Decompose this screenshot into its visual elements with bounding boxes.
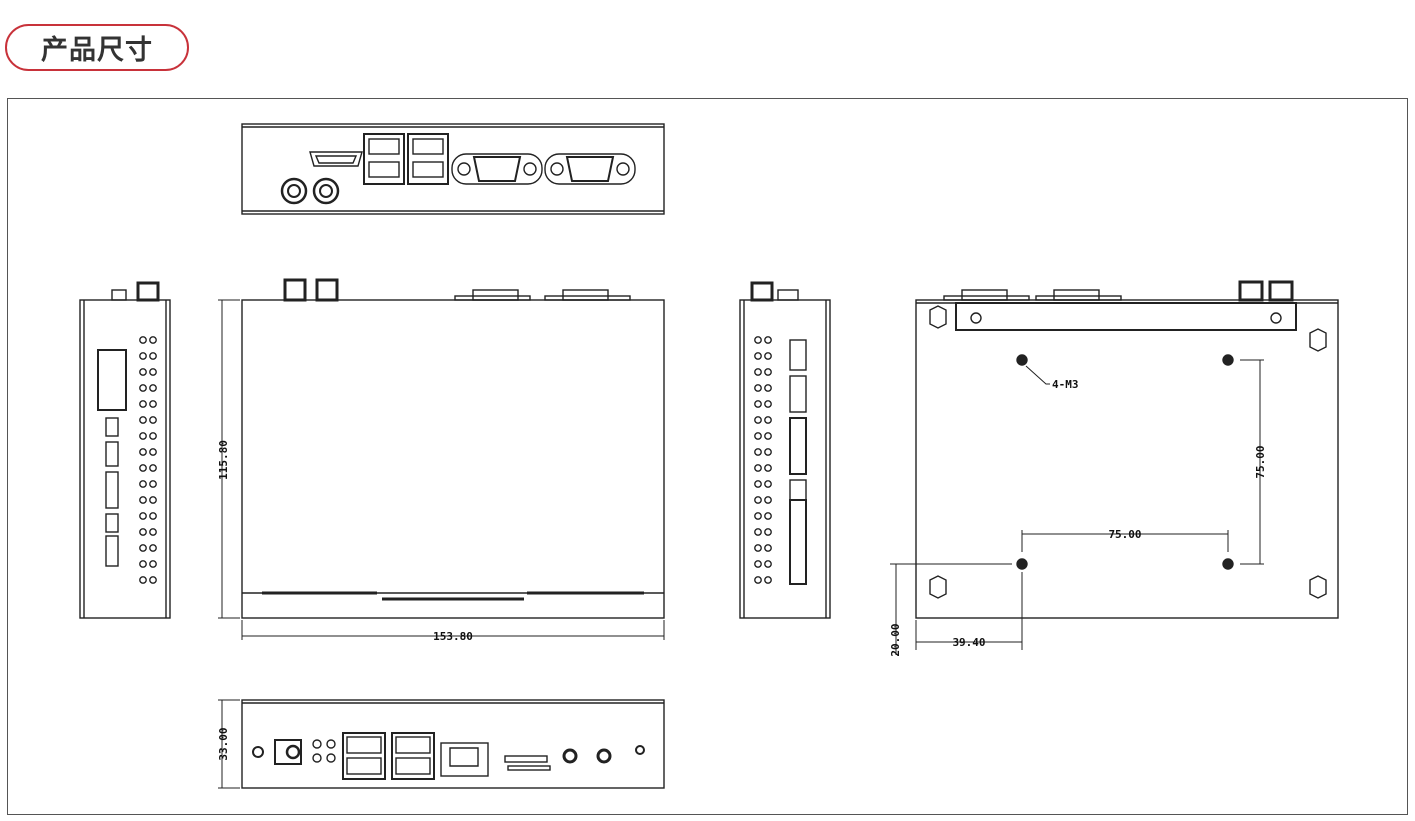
- antenna-connector-icon: [280, 177, 340, 205]
- vent-hole: [139, 464, 147, 472]
- vent-hole: [754, 352, 762, 360]
- vent-holes: [139, 336, 157, 584]
- vent-hole: [764, 560, 772, 568]
- vent-hole: [149, 416, 157, 424]
- dim-hole-pitch-vertical: 75.00: [1254, 445, 1267, 478]
- vent-hole: [149, 512, 157, 520]
- vent-hole: [754, 512, 762, 520]
- vent-hole: [149, 496, 157, 504]
- vent-hole: [149, 560, 157, 568]
- vent-hole: [149, 352, 157, 360]
- dimension-lines: [218, 299, 1264, 789]
- vent-hole: [764, 400, 772, 408]
- vent-hole: [754, 464, 762, 472]
- vent-hole: [139, 480, 147, 488]
- hdmi-port-icon: [309, 151, 363, 167]
- vent-hole: [764, 480, 772, 488]
- section-title: 产品尺寸: [41, 35, 153, 66]
- vent-hole: [149, 480, 157, 488]
- right-side-view: [739, 281, 831, 619]
- vent-hole: [764, 336, 772, 344]
- mounting-hole-icon: [1016, 354, 1234, 570]
- mounting-callout: 4-M3: [1052, 378, 1079, 391]
- vent-hole: [139, 416, 147, 424]
- dim-front-width: 153.80: [433, 630, 473, 643]
- vent-hole: [754, 528, 762, 536]
- vent-hole: [754, 480, 762, 488]
- vent-hole: [764, 464, 772, 472]
- usb-port-icon: [363, 133, 449, 185]
- vent-hole: [139, 336, 147, 344]
- vent-hole: [754, 384, 762, 392]
- vent-hole: [764, 528, 772, 536]
- vent-hole: [754, 432, 762, 440]
- vent-hole: [754, 448, 762, 456]
- vent-hole: [754, 560, 762, 568]
- vent-hole: [149, 336, 157, 344]
- vent-hole: [149, 544, 157, 552]
- vent-hole: [764, 544, 772, 552]
- vent-hole: [139, 432, 147, 440]
- vent-hole: [139, 544, 147, 552]
- dim-hole-offset-x: 39.40: [952, 636, 985, 649]
- vent-hole: [149, 432, 157, 440]
- vent-hole: [764, 512, 772, 520]
- drawing-frame: [7, 98, 1408, 815]
- vent-hole: [754, 400, 762, 408]
- vent-hole: [754, 336, 762, 344]
- vent-hole: [764, 576, 772, 584]
- vent-hole: [139, 448, 147, 456]
- dim-io-height: 33.00: [217, 727, 230, 760]
- dim-front-height: 115.80: [217, 440, 230, 480]
- left-side-view: [79, 281, 171, 619]
- bottom-view: [915, 280, 1339, 619]
- rear-panel-view: [241, 123, 665, 215]
- vent-hole: [764, 352, 772, 360]
- vent-hole: [139, 400, 147, 408]
- section-title-badge: 产品尺寸: [5, 24, 189, 71]
- vent-hole: [764, 496, 772, 504]
- vent-hole: [754, 544, 762, 552]
- vent-hole: [139, 352, 147, 360]
- vent-hole: [139, 576, 147, 584]
- vent-hole: [149, 400, 157, 408]
- vent-hole: [764, 384, 772, 392]
- vent-hole: [754, 496, 762, 504]
- vent-hole: [149, 576, 157, 584]
- vent-holes: [754, 336, 772, 584]
- dim-hole-pitch-horizontal: 75.00: [1108, 528, 1141, 541]
- vent-hole: [139, 560, 147, 568]
- vent-hole: [149, 368, 157, 376]
- serial-port-icon: [451, 153, 636, 185]
- front-io-view: [241, 699, 665, 789]
- vent-hole: [149, 448, 157, 456]
- vent-hole: [764, 368, 772, 376]
- vent-hole: [764, 448, 772, 456]
- dim-hole-offset-y: 20.00: [889, 623, 902, 656]
- vent-hole: [139, 368, 147, 376]
- vent-hole: [149, 464, 157, 472]
- vent-hole: [139, 496, 147, 504]
- vent-hole: [139, 512, 147, 520]
- vent-hole: [139, 528, 147, 536]
- front-view: [241, 278, 665, 619]
- vent-hole: [149, 528, 157, 536]
- vent-hole: [754, 576, 762, 584]
- vent-hole: [754, 416, 762, 424]
- vent-hole: [764, 432, 772, 440]
- vent-hole: [764, 416, 772, 424]
- vent-hole: [139, 384, 147, 392]
- vent-hole: [754, 368, 762, 376]
- vent-hole: [149, 384, 157, 392]
